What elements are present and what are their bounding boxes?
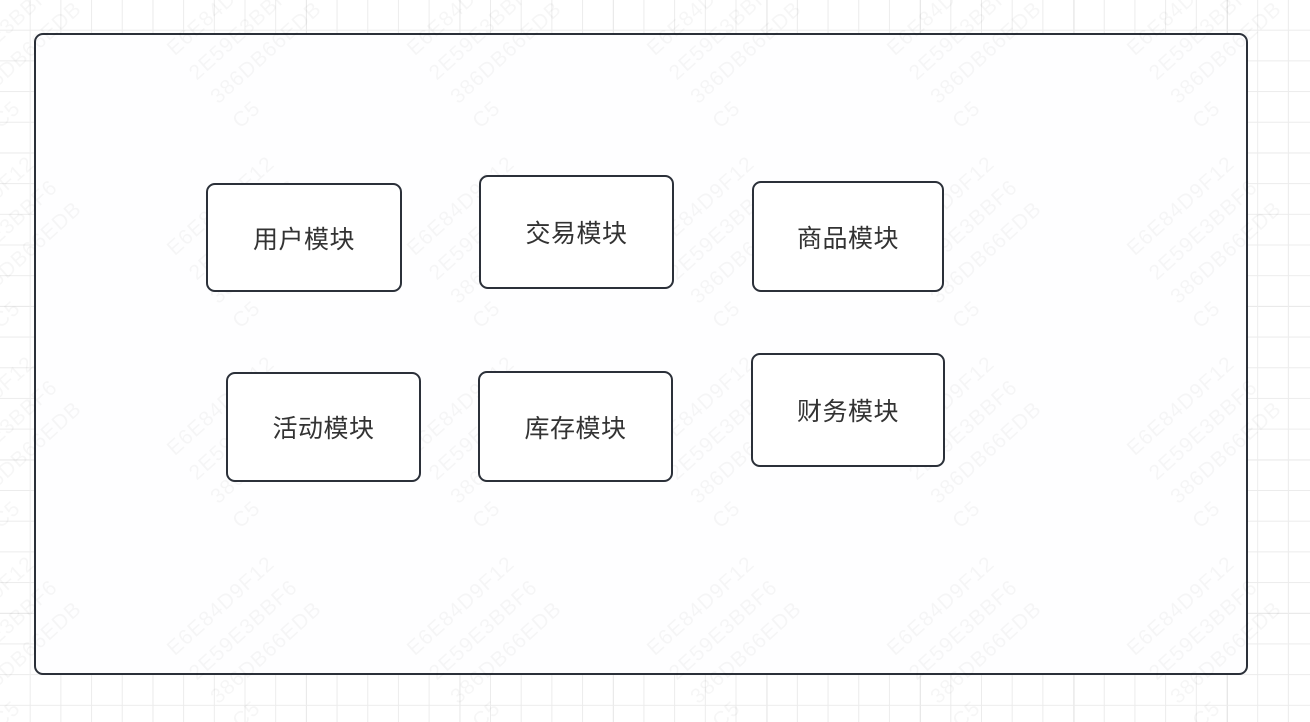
module-label: 财务模块 [796, 398, 899, 426]
module-label: 交易模块 [525, 220, 628, 248]
module-box-product-module[interactable]: 商品模块 [752, 181, 944, 292]
module-label: 活动模块 [272, 415, 375, 443]
module-box-trade-module[interactable]: 交易模块 [479, 175, 674, 289]
module-label: 用户模块 [252, 225, 355, 254]
module-box-activity-module[interactable]: 活动模块 [226, 372, 421, 482]
module-label: 库存模块 [524, 414, 627, 443]
system-boundary-container[interactable] [34, 33, 1248, 675]
module-label: 商品模块 [796, 224, 899, 253]
module-box-inventory-module[interactable]: 库存模块 [478, 371, 673, 482]
module-box-user-module[interactable]: 用户模块 [206, 183, 402, 292]
module-box-finance-module[interactable]: 财务模块 [751, 353, 945, 467]
